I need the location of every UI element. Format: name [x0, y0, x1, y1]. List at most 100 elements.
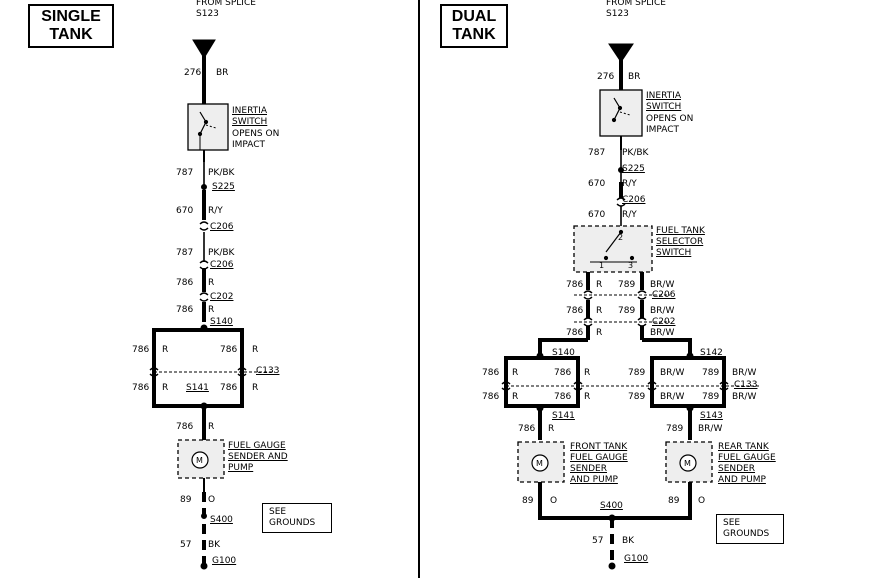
wire-number: 789 [702, 392, 720, 402]
wire-number: 787 [176, 168, 194, 178]
wire-number: 786 [176, 422, 194, 432]
connector-label: C206 [622, 195, 646, 205]
wire-color: BR/W [732, 392, 757, 402]
wire-color: R [548, 424, 555, 434]
wire-number: 789 [666, 424, 684, 434]
wire-number: 786 [566, 328, 584, 338]
wire-number: 786 [482, 392, 500, 402]
wire-number: 670 [588, 210, 606, 220]
splice-label: S140 [552, 348, 575, 358]
wire-number: 89 [180, 495, 192, 505]
wire-color: BR/W [732, 368, 757, 378]
wire-number: 787 [176, 248, 194, 258]
splice-label: S143 [700, 411, 723, 421]
rear-tank-sender-label: SENDER [718, 464, 756, 474]
wire-color: R [584, 392, 591, 402]
dual-tank-title: DUAL TANK [440, 4, 508, 48]
inertia-switch-note: IMPACT [232, 140, 266, 150]
panel-divider [418, 0, 420, 578]
wire-color: PK/BK [208, 248, 235, 258]
wire-color: BR/W [698, 424, 723, 434]
connector-label: C133 [734, 380, 758, 390]
wire-color: BK [622, 536, 635, 546]
inertia-switch-note: OPENS ON [646, 114, 694, 124]
front-tank-sender-label: FRONT TANK [570, 442, 628, 452]
wire-color: R [596, 280, 603, 290]
selector-switch-label: FUEL TANK [656, 226, 705, 236]
connector-label: C202 [210, 292, 234, 302]
note-line: GROUNDS [269, 518, 316, 528]
wire-number: 789 [618, 280, 636, 290]
wire-color: R/Y [622, 179, 637, 189]
splice-label: S400 [210, 515, 233, 525]
splice-label: S141 [552, 411, 575, 421]
wire-number: 786 [176, 305, 194, 315]
rear-tank-sender-label: AND PUMP [718, 475, 766, 485]
rear-tank-sender-label: REAR TANK [718, 442, 769, 452]
wire-number: 786 [482, 368, 500, 378]
connector-label: C206 [652, 290, 676, 300]
inertia-switch-label: INERTIA [232, 106, 267, 116]
motor-letter: M [536, 459, 543, 468]
wire-number: 786 [176, 278, 194, 288]
wire-color: R [162, 345, 169, 355]
title-line: DUAL [451, 8, 497, 25]
wire-color: R [208, 422, 215, 432]
note-line: SEE [269, 507, 287, 517]
title-line: TANK [452, 26, 496, 43]
fuel-gauge-sender-label: SENDER AND [228, 452, 288, 462]
ground-label: G100 [624, 554, 649, 564]
front-tank-sender-label: FUEL GAUGE [570, 453, 628, 463]
see-grounds-note: SEE GROUNDS [262, 503, 332, 533]
wire-number: 786 [566, 306, 584, 316]
connector-label: C202 [652, 317, 676, 327]
from-splice-line: FROM SPLICE [606, 0, 666, 8]
pin-number: 2 [618, 233, 624, 242]
motor-letter: M [196, 456, 203, 465]
inertia-switch-box [599, 89, 643, 137]
title-line: TANK [49, 26, 93, 43]
fuel-gauge-sender-label: FUEL GAUGE [228, 441, 286, 451]
wire-number: 276 [597, 72, 615, 82]
wire-color: R [512, 368, 519, 378]
wire-color: R [512, 392, 519, 402]
wire-color: O [698, 496, 706, 506]
wire-color: BR [216, 68, 229, 78]
wire-color: BR/W [650, 280, 675, 290]
single-tank-title: SINGLE TANK [28, 4, 114, 48]
wire-number: 670 [588, 179, 606, 189]
wire-color: BR/W [660, 392, 685, 402]
splice-label: S141 [186, 383, 209, 393]
selector-switch-label: SELECTOR [656, 237, 704, 247]
from-splice-label: FROM SPLICE S123 [606, 0, 666, 20]
wire-color: PK/BK [622, 148, 649, 158]
wire-number: 57 [592, 536, 604, 546]
wire-number: 276 [184, 68, 202, 78]
wire-color: PK/BK [208, 168, 235, 178]
wire-number: 786 [566, 280, 584, 290]
motor-icon [679, 454, 697, 472]
wire-color: BR/W [650, 306, 675, 316]
note-line: SEE [723, 518, 741, 528]
wire-color: R [162, 383, 169, 393]
from-splice-line: FROM SPLICE [196, 0, 256, 8]
wire-color: BR/W [650, 328, 675, 338]
wire-color: R [208, 278, 215, 288]
wire-color: R [252, 345, 259, 355]
wire-color: BR/W [660, 368, 685, 378]
pin-number: 3 [628, 261, 634, 270]
connector-label: C133 [256, 366, 280, 376]
single-tank-circuit [149, 39, 275, 570]
dual-tank-circuit [501, 43, 760, 570]
splice-label: S225 [212, 182, 235, 192]
fuel-tank-selector-switch-box [573, 225, 653, 273]
inertia-switch-box [187, 103, 229, 151]
inertia-switch-label: INERTIA [646, 91, 681, 101]
wire-color: BR [628, 72, 641, 82]
inertia-switch-label: SWITCH [646, 102, 682, 112]
wire-number: 789 [618, 306, 636, 316]
pin-number: 1 [599, 261, 605, 270]
title-line: SINGLE [41, 8, 101, 25]
wire-color: R [208, 305, 215, 315]
